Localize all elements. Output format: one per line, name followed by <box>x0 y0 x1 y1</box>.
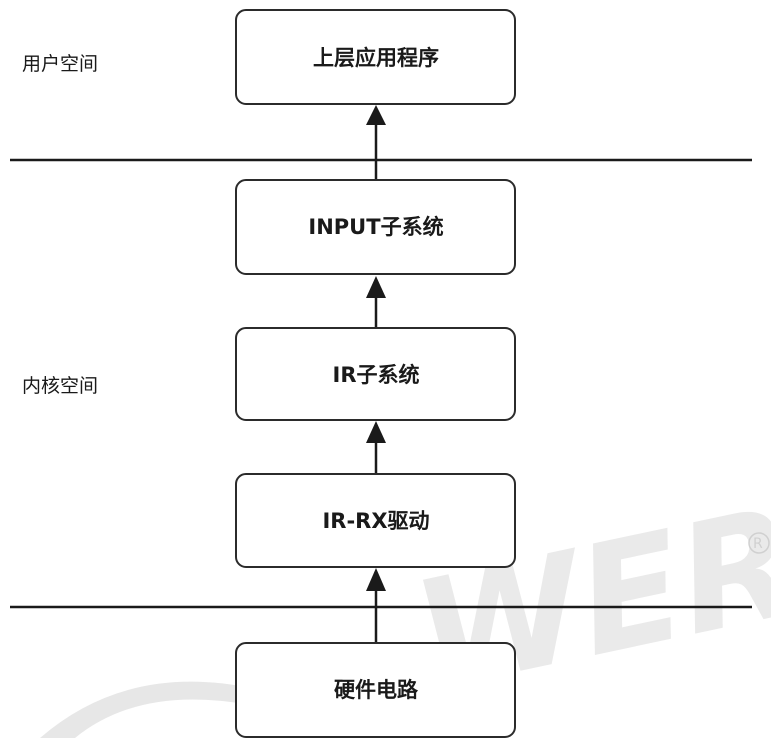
arrow-up-icon <box>366 105 386 125</box>
node-box <box>235 179 516 275</box>
node-label: 上层应用程序 <box>313 46 439 70</box>
arrow-up-icon <box>366 568 386 591</box>
arrow-up-icon <box>366 276 386 298</box>
edge-input-to-app <box>366 105 386 180</box>
node-irrx: IR-RX驱动 <box>235 473 516 568</box>
edge-hw-to-irrx <box>366 568 386 643</box>
node-box <box>235 327 516 421</box>
region-label-kernel-space: 内核空间 <box>22 375 98 397</box>
node-label: INPUT子系统 <box>308 215 443 239</box>
node-label: IR-RX驱动 <box>322 509 429 533</box>
registered-mark-letter: R <box>753 536 763 552</box>
node-label: IR子系统 <box>333 363 420 387</box>
node-app: 上层应用程序 <box>235 9 516 105</box>
watermark-swoosh <box>40 681 260 738</box>
node-box <box>235 642 516 738</box>
node-label: 硬件电路 <box>334 678 419 702</box>
node-box <box>235 9 516 105</box>
edge-ir-to-input <box>366 276 386 328</box>
arrow-up-icon <box>366 421 386 443</box>
node-input: INPUT子系统 <box>235 179 516 275</box>
node-hw: 硬件电路 <box>235 642 516 738</box>
node-box <box>235 473 516 568</box>
edge-irrx-to-ir <box>366 421 386 474</box>
registered-mark-circle <box>748 532 770 554</box>
node-ir: IR子系统 <box>235 327 516 421</box>
region-label-user-space: 用户空间 <box>22 53 98 75</box>
